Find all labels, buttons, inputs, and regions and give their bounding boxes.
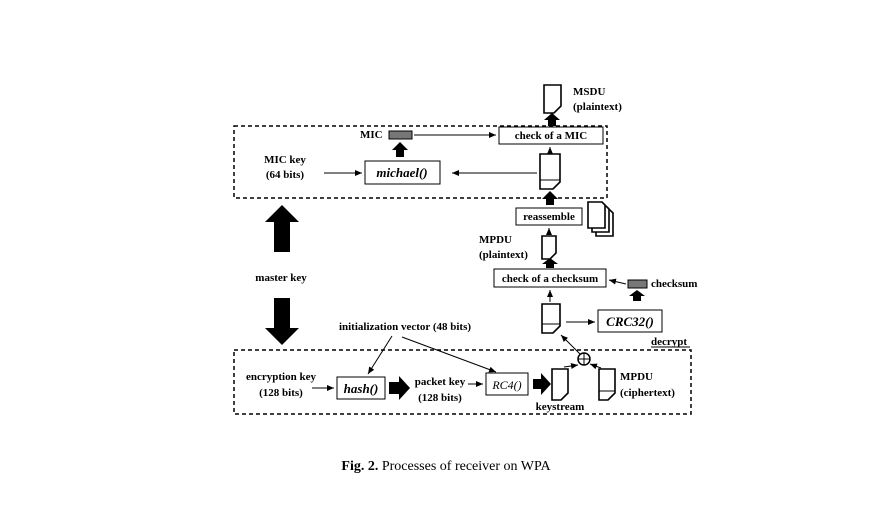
mic-key-bits-label: (64 bits) [266, 169, 305, 181]
check-mic-box [498, 126, 604, 145]
ciphertext-to-xor-arrow [589, 363, 602, 370]
keystream-label: keystream [536, 401, 585, 413]
hash-label: hash() [344, 381, 379, 396]
iv-to-rc4-arrow [401, 336, 497, 373]
hash-to-packet-key-arrow-icon [389, 376, 410, 400]
reassembled-msdu-document-icon [539, 153, 561, 190]
mpdu-ciphertext-document-icon [598, 368, 616, 401]
encryption-key-bits-label: (128 bits) [259, 387, 303, 399]
decrypt-label: decrypt [651, 336, 687, 348]
mic-key-label: MIC key [264, 154, 306, 166]
mpdu-plaintext-label: MPDU [479, 234, 512, 246]
iv-to-hash-arrow [367, 335, 393, 375]
packet-key-bits-label: (128 bits) [418, 392, 462, 404]
crc32-label: CRC32() [606, 314, 654, 329]
keystream-document-icon [551, 368, 569, 401]
msdu-up-arrow-icon [544, 113, 560, 126]
check-mic-label: check of a MIC [515, 130, 587, 142]
check-checksum-label: check of a checksum [502, 273, 598, 285]
crc-up-arrow-icon [629, 290, 645, 301]
michael-label: michael() [376, 165, 427, 180]
checksum-up-arrow-icon [542, 258, 558, 268]
rc4-to-keystream-arrow-icon [533, 373, 551, 395]
check-checksum-box [493, 268, 607, 288]
decrypted-mpdu-document-icon [541, 303, 561, 334]
msdu-document-icon [543, 84, 562, 114]
mpdu-ciphertext-label: MPDU [620, 371, 653, 383]
msdu-plaintext-label: (plaintext) [573, 101, 622, 113]
mpdu-ciphertext-paren-label: (ciphertext) [620, 387, 675, 399]
caption-prefix: Fig. 2. [341, 459, 378, 474]
rc4-box [485, 372, 529, 396]
reassemble-up-arrow-icon [542, 191, 558, 205]
mpdu-plaintext-paren-label: (plaintext) [479, 249, 528, 261]
checksum-chip-icon [627, 279, 648, 289]
figure-caption: Fig. 2. Processes of receiver on WPA [341, 459, 551, 474]
msdu-label: MSDU [573, 86, 605, 98]
rc4-label: RC4() [491, 378, 521, 392]
encryption-key-label: encryption key [246, 371, 316, 383]
reassemble-label: reassemble [523, 211, 575, 223]
checksum-label: checksum [651, 278, 697, 290]
fragment-stack-front-icon [587, 201, 606, 229]
michael-box [364, 160, 441, 185]
encryption-region [233, 349, 692, 415]
caption-text: Processes of receiver on WPA [382, 459, 552, 474]
mic-chip-icon [388, 130, 413, 140]
xor-to-decrypted-arrow [560, 334, 581, 355]
iv-label: initialization vector (48 bits) [339, 321, 471, 333]
mpdu-plaintext-document-icon [541, 235, 557, 260]
packet-key-label: packet key [415, 376, 466, 388]
mic-label: MIC [360, 129, 383, 141]
mic-region [233, 125, 608, 199]
crc32-box [597, 309, 663, 333]
michael-up-arrow-icon [392, 142, 408, 157]
keystream-to-xor-arrow [563, 363, 579, 369]
master-key-down-arrow-icon [265, 298, 299, 345]
master-key-label: master key [255, 272, 307, 284]
reassemble-box [515, 207, 583, 226]
hash-box [336, 376, 386, 400]
master-key-up-arrow-icon [265, 205, 299, 252]
checksum-to-check-arrow [608, 278, 627, 285]
